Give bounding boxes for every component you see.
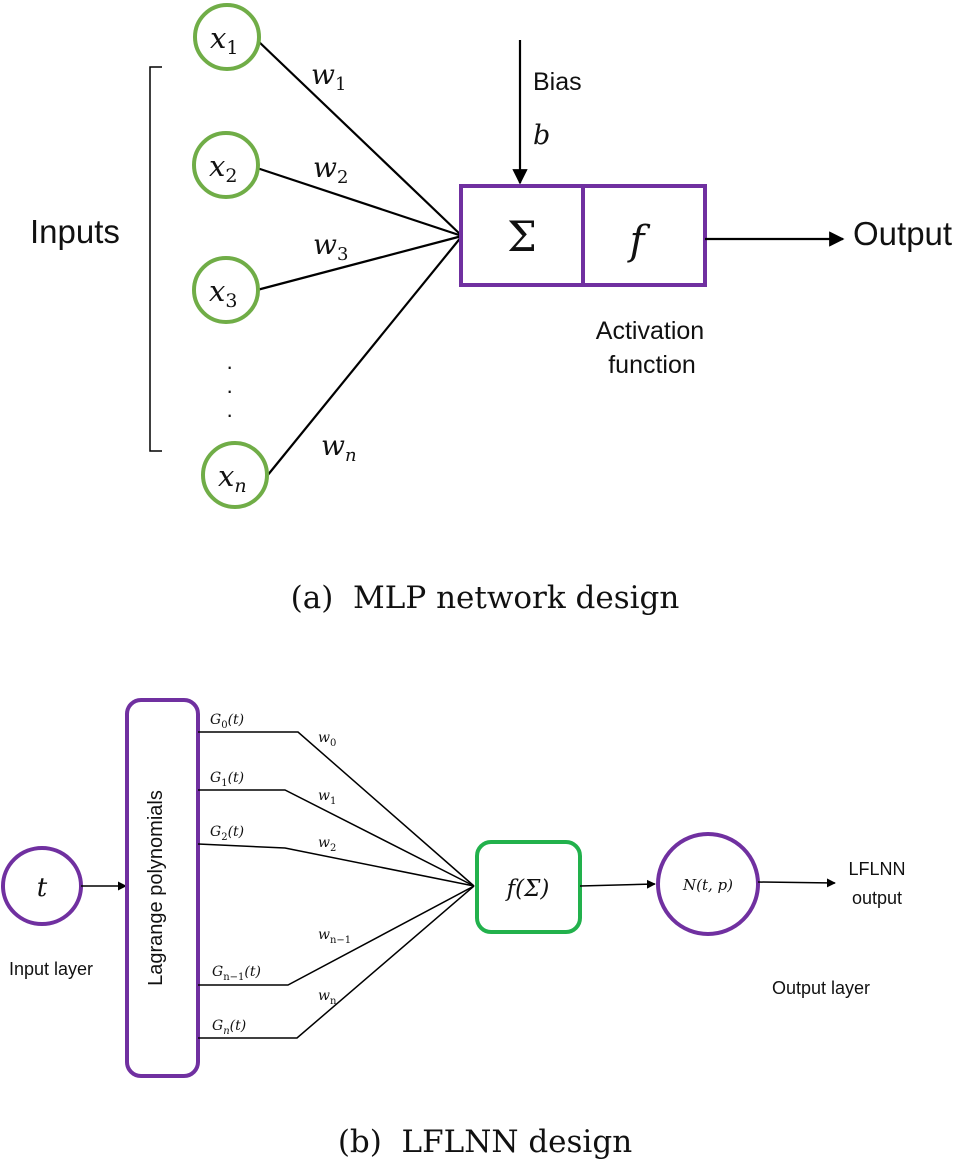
sum-activation-node [475,840,582,934]
activation-label-line2: function [608,351,696,379]
svg-text:x1: x1 [210,21,238,59]
weight-label-w1: w1 [318,788,336,807]
sum-to-output-arrow [579,879,656,889]
lflnn-output-line2: output [852,888,902,908]
weight-w3: w3 [313,228,348,265]
output-node [656,832,760,936]
weight-label-wn-1: wn−1 [318,927,351,946]
input-node-x3: x3 [192,256,260,324]
lagrange-label: Lagrange polynomials [145,790,167,986]
output-label: Output [853,215,952,252]
connection-x1 [256,39,463,237]
connection-x3 [256,234,463,292]
inputs-ellipsis: · · · [226,354,233,427]
svg-text:x3: x3 [209,274,237,312]
poly-label-gn: Gn(t) [212,1018,246,1037]
inputs-label: Inputs [30,213,120,250]
sum-activation-label: f(Σ) [505,876,550,902]
panel-lflnn: t Input layer Lagrange polynomials G0(t)… [1,698,906,1160]
sum-symbol: Σ [507,212,537,261]
bias-symbol: b [533,120,550,151]
svg-text:·: · [226,378,233,403]
weight-w2: w2 [313,151,348,188]
poly-label-gn-1: Gn−1(t) [212,964,261,983]
inputs-bracket [149,66,162,452]
bias-label: Bias [533,68,582,96]
input-connections [256,39,463,477]
connection-xn [266,235,463,477]
input-node-x2: x2 [192,131,260,199]
input-node-x1: x1 [193,3,261,71]
caption-a: (a) MLP network design [291,580,680,616]
input-node-t: t [1,846,83,926]
connection-x2 [256,166,463,238]
weight-wn: wn [321,429,357,466]
svg-text:x2: x2 [209,149,237,187]
output-node-label: N(t, p) [682,876,733,894]
weight-label-wn: wn [318,988,337,1007]
weight-w1: w1 [311,58,346,95]
weight-label-w2: w2 [318,835,336,854]
polynomial-connections [197,731,475,1039]
svg-text:·: · [226,354,233,379]
neuron-box [459,184,707,287]
lagrange-box [125,698,200,1078]
panel-mlp: Inputs x1 x2 x3 xn · · · [30,3,952,616]
activation-label-line1: Activation [596,317,704,345]
svg-text:xn: xn [218,459,247,497]
poly-label-g2: G2(t) [210,824,244,843]
output-layer-label: Output layer [772,978,870,998]
svg-text:·: · [226,402,233,427]
input-node-xn: xn [201,441,269,509]
lflnn-output-line1: LFLNN [848,859,905,879]
caption-b: (b) LFLNN design [338,1124,632,1160]
input-layer-label: Input layer [9,959,93,979]
output-arrow-b [757,878,836,888]
svg-text:t: t [37,873,48,903]
weight-label-w0: w0 [318,730,336,749]
poly-label-g0: G0(t) [210,712,244,731]
poly-label-g1: G1(t) [210,770,244,789]
